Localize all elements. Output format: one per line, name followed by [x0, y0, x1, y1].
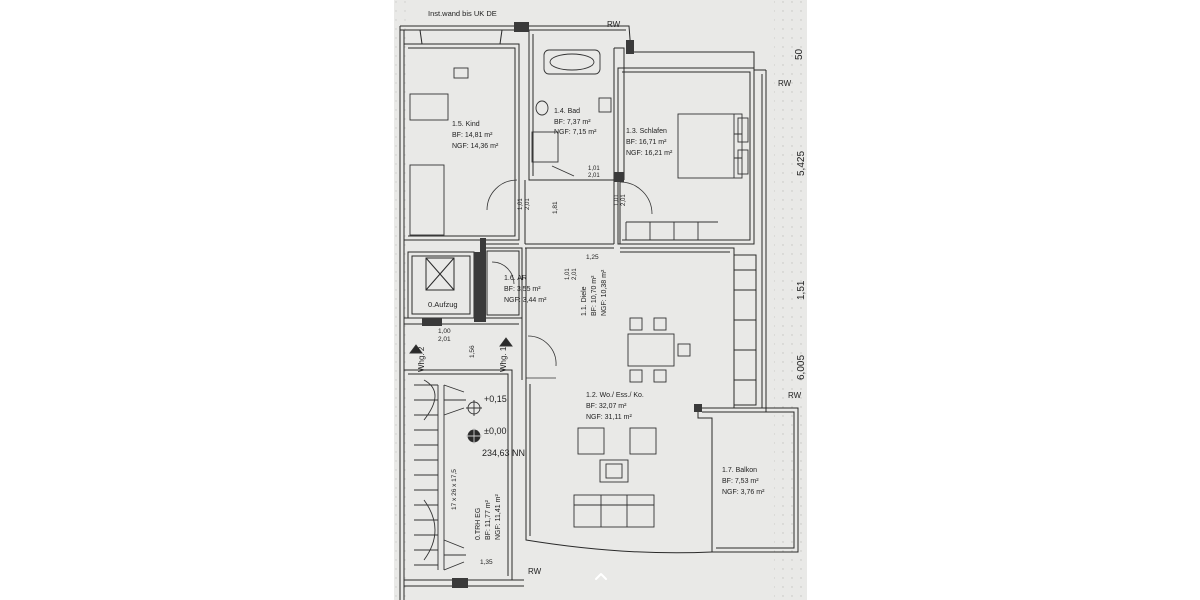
dim-label: 1,35: [480, 559, 493, 566]
room-name: 1.3. Schlafen: [626, 128, 667, 135]
room-bad: 1.4. Bad BF: 7,37 m² NGF: 7,15 m²: [554, 108, 597, 136]
top-note: Inst.wand bis UK DE: [428, 9, 497, 18]
room-name: 1.2. Wo./ Ess./ Ko.: [586, 392, 644, 399]
room-ngf: NGF: 3,44 m²: [504, 297, 547, 304]
dim-label: 2,01: [525, 198, 531, 210]
elevator-label: 0.Aufzug: [428, 300, 458, 309]
room-kind: 1.5. Kind BF: 14,81 m² NGF: 14,36 m²: [452, 121, 499, 150]
room-name: 0.TRH EG: [475, 508, 482, 540]
elevation-label: 234,63 NN: [482, 448, 525, 458]
room-bf: BF: 7,53 m²: [722, 478, 759, 485]
level-label: ±0,00: [484, 426, 506, 436]
dim-label: 1,25: [586, 254, 599, 261]
rw-label: RW: [788, 391, 802, 400]
apartment-label: Whg. 2: [417, 346, 426, 372]
room-balkon: 1.7. Balkon BF: 7,53 m² NGF: 3,76 m²: [722, 467, 765, 496]
floorplan-drawing: Inst.wand bis UK DE RW RW RW RW 50 5,425…: [394, 0, 807, 600]
rw-label: RW: [607, 20, 621, 29]
room-ngf: NGF: 11,41 m²: [495, 494, 502, 540]
room-bf: BF: 7,37 m²: [554, 119, 591, 126]
room-name: 1.5. Kind: [452, 121, 480, 128]
room-ar: 1.6. AR BF: 3,55 m² NGF: 3,44 m²: [504, 275, 547, 304]
room-diele: 1.1. Diele BF: 10,70 m² NGF: 10,38 m²: [581, 269, 608, 316]
room-ngf: NGF: 10,38 m²: [601, 269, 608, 316]
room-schlafen: 1.3. Schlafen BF: 16,71 m² NGF: 16,21 m²: [626, 128, 673, 157]
room-ngf: NGF: 31,11 m²: [586, 414, 632, 421]
dim-label: 1,01: [565, 268, 571, 280]
room-name: 1.7. Balkon: [722, 467, 757, 474]
dim-label: 2,01: [621, 194, 627, 206]
dim-label: 1,01: [588, 166, 600, 172]
dim-label: 6,005: [796, 355, 807, 380]
chevron-up-icon: [595, 573, 607, 580]
rw-label: RW: [528, 567, 542, 576]
room-treppenhaus: 0.TRH EG BF: 11,77 m² NGF: 11,41 m²: [475, 494, 502, 540]
room-bf: BF: 16,71 m²: [626, 139, 667, 146]
dim-label: 50: [794, 48, 805, 60]
room-bf: BF: 3,55 m²: [504, 286, 541, 293]
dim-label: 1,00: [438, 328, 451, 335]
room-ngf: NGF: 16,21 m²: [626, 150, 673, 157]
level-label: +0,15: [484, 394, 507, 404]
dim-label: 1,56: [469, 345, 476, 358]
room-wohnen: 1.2. Wo./ Ess./ Ko. BF: 32,07 m² NGF: 31…: [586, 392, 644, 421]
room-bf: BF: 14,81 m²: [452, 132, 493, 139]
room-name: 1.6. AR: [504, 275, 527, 282]
room-ngf: NGF: 3,76 m²: [722, 489, 765, 496]
rw-label: RW: [778, 79, 792, 88]
floorplan-photo: Inst.wand bis UK DE RW RW RW RW 50 5,425…: [394, 0, 807, 600]
room-ngf: NGF: 7,15 m²: [554, 129, 597, 136]
apartment-label: Whg. 1: [499, 346, 508, 372]
dim-label: 2,01: [588, 173, 600, 179]
room-ngf: NGF: 14,36 m²: [452, 143, 499, 150]
dim-label: 1,81: [552, 201, 559, 214]
dim-label: 1,01: [614, 194, 620, 206]
dim-label: 1,51: [796, 280, 807, 300]
room-bf: BF: 11,77 m²: [485, 499, 492, 540]
room-name: 1.4. Bad: [554, 108, 580, 115]
dim-label: 5,425: [796, 151, 807, 176]
dim-label: 2,01: [438, 336, 451, 343]
room-bf: BF: 10,70 m²: [591, 275, 598, 316]
room-bf: BF: 32,07 m²: [586, 403, 627, 410]
dim-label: 2,01: [572, 268, 578, 280]
scroll-up-button[interactable]: [591, 566, 611, 586]
dim-label: 1,01: [518, 198, 524, 210]
room-name: 1.1. Diele: [581, 286, 588, 316]
stair-spec: 17 x 26 x 17,5: [451, 469, 458, 510]
